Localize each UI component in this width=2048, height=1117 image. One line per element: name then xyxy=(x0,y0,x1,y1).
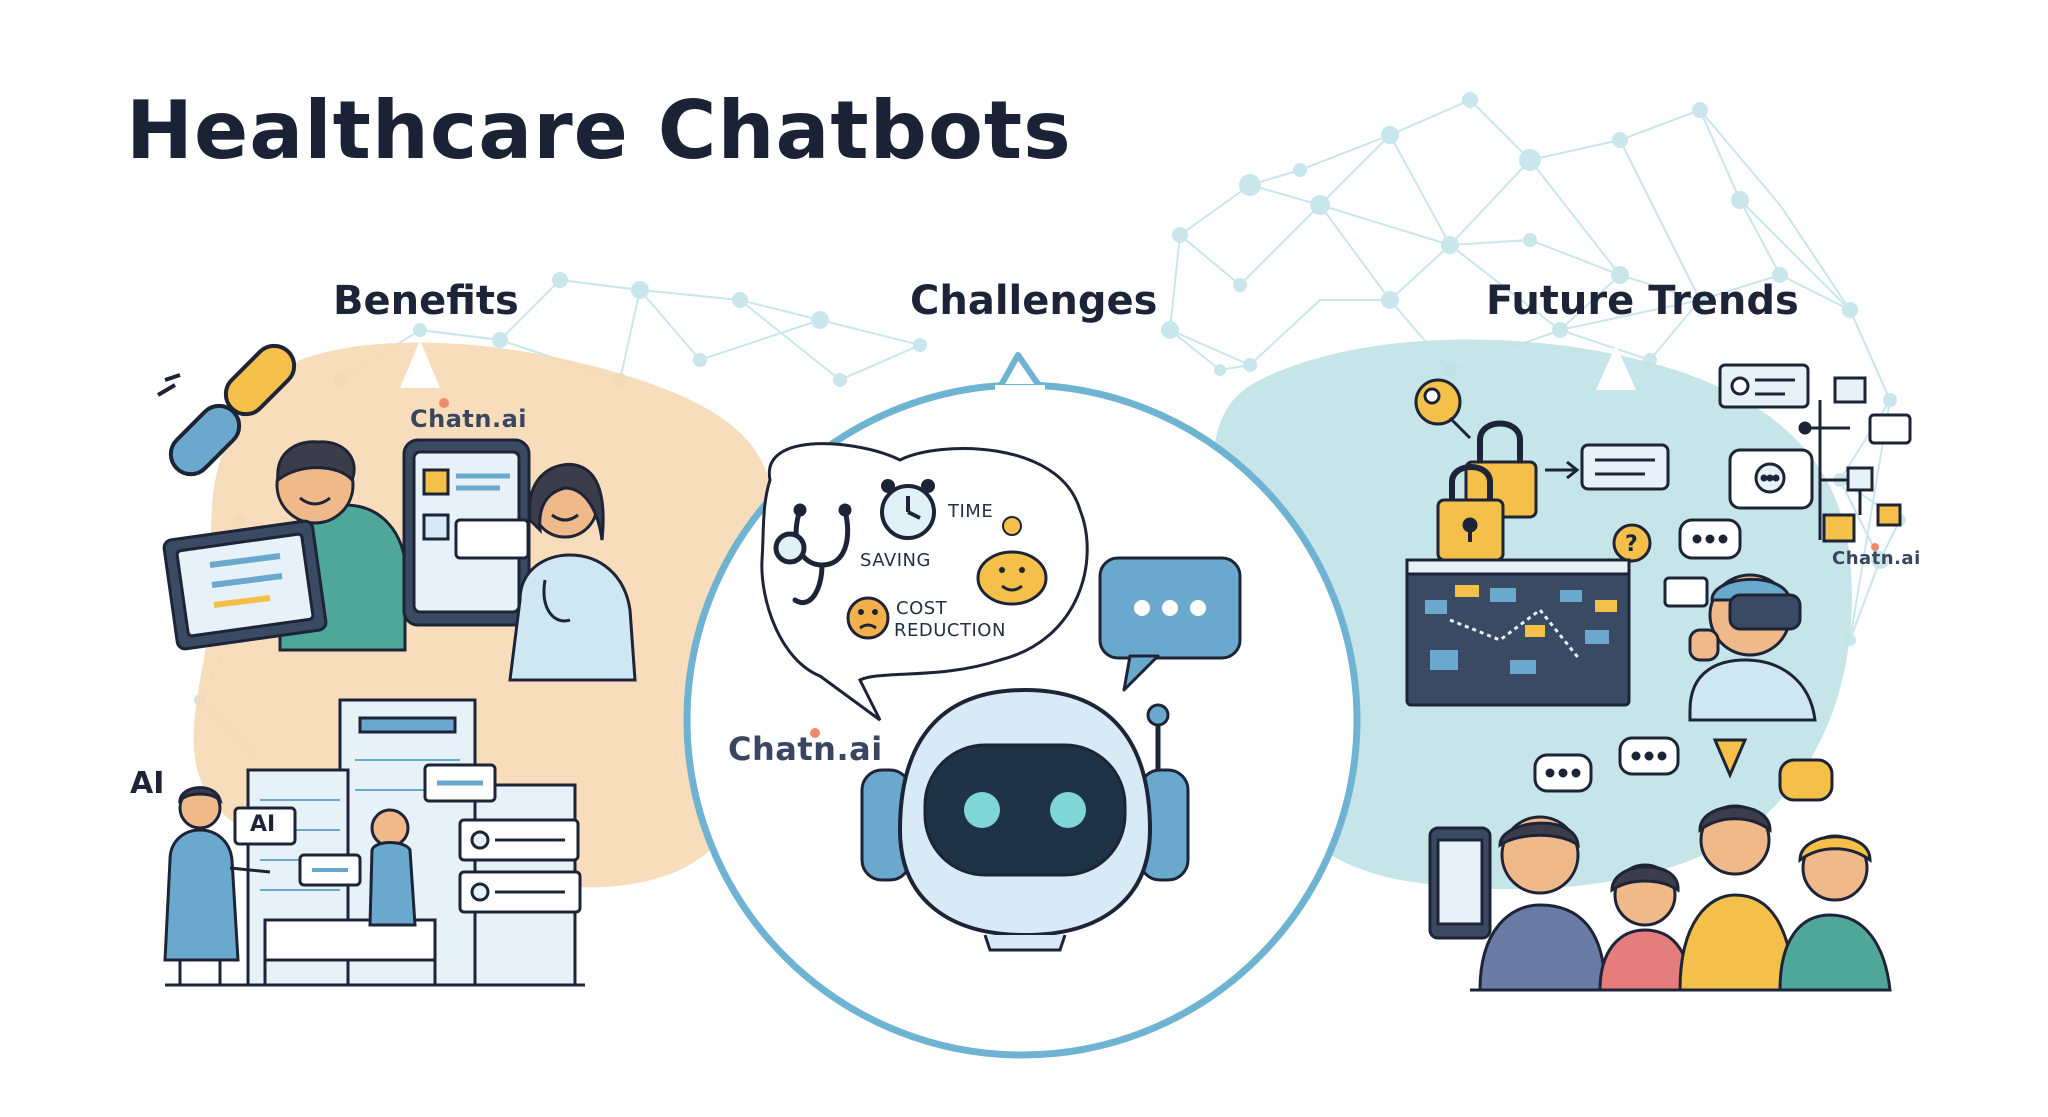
group-of-people-illustration xyxy=(1428,804,1892,992)
benefits-pointer xyxy=(400,340,440,388)
ellipsis-bubble-icon xyxy=(1663,518,1742,608)
reduction-label: REDUCTION xyxy=(894,620,1006,641)
section-heading-challenges: Challenges xyxy=(910,278,1158,324)
alarm-clock-icon xyxy=(880,479,936,540)
center-logo: Chatn.ai xyxy=(728,730,883,768)
logo-mark-icon xyxy=(439,398,449,408)
dashboard-screen-illustration xyxy=(1405,558,1631,707)
phone-illustration xyxy=(402,438,531,627)
question-mark-icon: ? xyxy=(1625,532,1638,557)
time-label: TIME xyxy=(948,501,994,522)
chat-bubble-icon xyxy=(1728,448,1814,510)
cost-face-icon xyxy=(846,596,890,640)
future-pointer xyxy=(1596,345,1636,390)
patient-illustration xyxy=(368,808,417,927)
section-heading-benefits: Benefits xyxy=(333,278,519,324)
saving-label: SAVING xyxy=(860,550,931,571)
group-chat-bubbles-icon xyxy=(1533,736,1834,802)
section-heading-future-trends: Future Trends xyxy=(1486,278,1799,324)
cost-label: COST xyxy=(896,598,948,619)
stethoscope-icon xyxy=(773,503,852,605)
chat-card-icon xyxy=(233,763,582,914)
ai-screen-label: AI xyxy=(250,812,276,837)
logo-mark-icon xyxy=(810,728,820,738)
robot-icon xyxy=(860,687,1190,952)
robot-chat-bubble-icon xyxy=(1098,556,1242,692)
man-with-tablet-illustration xyxy=(162,440,407,652)
arrow-right-icon xyxy=(1545,460,1580,480)
page-title: Healthcare Chatbots xyxy=(126,84,1072,177)
question-bubble-icon xyxy=(1612,523,1652,563)
ai-corner-label: AI xyxy=(130,766,165,801)
padlock-icon xyxy=(1436,420,1538,562)
doctor-illustration xyxy=(508,462,637,682)
nurse-illustration xyxy=(163,786,271,985)
logo-mark-icon xyxy=(1871,543,1879,551)
profile-card-icon xyxy=(1718,363,1810,409)
future-logo: Chatn.ai xyxy=(1832,548,1921,569)
person-vr-headset-illustration xyxy=(1688,573,1817,722)
flowchart-icon xyxy=(1798,376,1912,543)
benefits-logo: Chatn.ai xyxy=(410,405,527,433)
key-icon xyxy=(1414,378,1472,440)
broken-link-icon xyxy=(156,343,297,477)
message-icon xyxy=(1580,443,1670,491)
piggy-bank-icon xyxy=(976,516,1048,606)
